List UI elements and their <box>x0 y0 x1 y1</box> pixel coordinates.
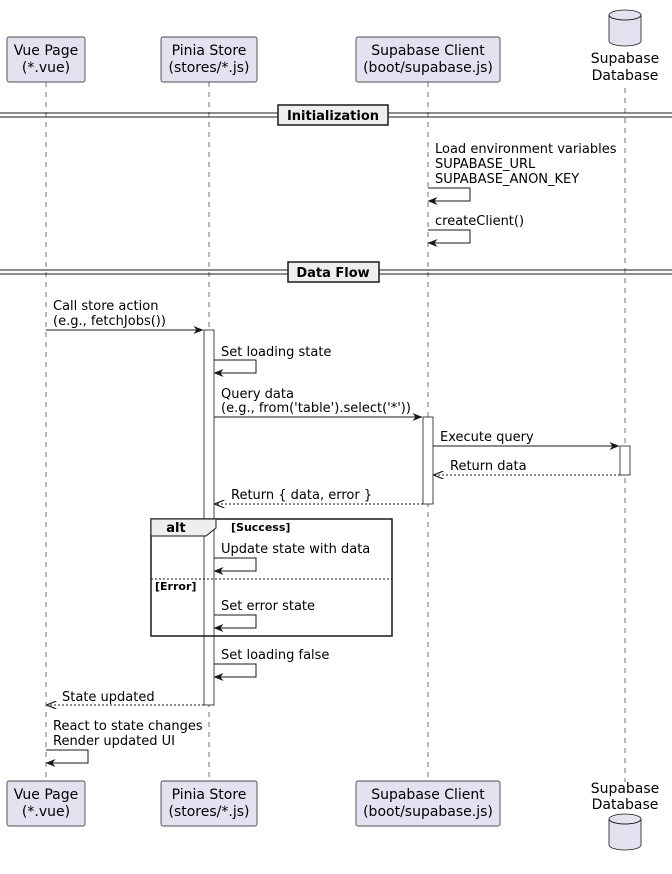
participant-supabase-client-bottom: Supabase Client (boot/supabase.js) <box>355 780 501 827</box>
message-line-2: (e.g., fetchJobs()) <box>53 314 166 329</box>
participant-pinia-store-bottom: Pinia Store (stores/*.js) <box>160 780 258 827</box>
message-return-result: Return { data, error } <box>215 488 423 504</box>
message-line-1: Call store action <box>53 299 158 314</box>
participant-supabase-database-bottom: Supabase Database <box>591 781 660 851</box>
message-line-2: SUPABASE_URL <box>435 157 536 172</box>
alt-guard-success: [Success] <box>231 521 290 534</box>
participant-name: Supabase <box>591 781 660 797</box>
message-load-env: Load environment variables SUPABASE_URL … <box>427 142 617 205</box>
participant-pinia-store-top: Pinia Store (stores/*.js) <box>160 36 258 83</box>
message-label: Set loading false <box>221 648 329 663</box>
message-create-client: createClient() <box>427 214 524 247</box>
participant-vue-page-top: Vue Page (*.vue) <box>6 36 86 83</box>
participant-name-line2: Database <box>592 797 659 813</box>
participant-name: Supabase Client <box>371 43 485 59</box>
activation-bar-client <box>422 416 434 505</box>
participant-name: Vue Page <box>14 787 78 803</box>
message-line-1: Load environment variables <box>435 142 617 157</box>
participant-vue-page-bottom: Vue Page (*.vue) <box>6 780 86 827</box>
message-label: Return data <box>450 459 527 474</box>
message-query-data: Query data (e.g., from('table').select('… <box>214 387 423 421</box>
message-update-state: Update state with data <box>213 542 370 575</box>
message-line-2: (e.g., from('table').select('*')) <box>221 401 411 416</box>
message-react-render: React to state changes Render updated UI <box>45 719 203 767</box>
message-set-loading-false: Set loading false <box>213 648 329 681</box>
participant-supabase-database-top: Supabase Database <box>591 9 660 84</box>
participant-name: Supabase Client <box>371 787 485 803</box>
database-icon <box>608 9 642 47</box>
message-call-store-action: Call store action (e.g., fetchJobs()) <box>46 299 204 334</box>
message-label: Update state with data <box>221 542 370 557</box>
participant-supabase-client-top: Supabase Client (boot/supabase.js) <box>355 36 501 83</box>
separator-label: Data Flow <box>296 266 369 281</box>
message-line-1: React to state changes <box>53 719 203 734</box>
message-label: Return { data, error } <box>231 488 372 503</box>
participant-file: (*.vue) <box>22 60 70 76</box>
participant-file: (stores/*.js) <box>169 60 250 76</box>
participant-file: (stores/*.js) <box>169 804 250 820</box>
activation-bar-database <box>619 445 631 476</box>
participant-file: (*.vue) <box>22 804 70 820</box>
message-state-updated: State updated <box>47 690 204 705</box>
participant-name: Vue Page <box>14 43 78 59</box>
message-label: Set error state <box>221 599 315 614</box>
alt-keyword: alt <box>166 521 185 536</box>
message-return-data: Return data <box>434 459 620 475</box>
participant-file: (boot/supabase.js) <box>363 804 493 820</box>
separator-data-flow: Data Flow <box>0 261 672 283</box>
message-line-2: Render updated UI <box>53 734 175 749</box>
message-line-3: SUPABASE_ANON_KEY <box>435 172 579 187</box>
participant-file: (boot/supabase.js) <box>363 60 493 76</box>
message-set-loading-state: Set loading state <box>213 345 331 377</box>
participant-name: Pinia Store <box>172 787 247 803</box>
message-label: createClient() <box>435 214 524 229</box>
separator-initialization: Initialization <box>0 104 672 126</box>
alt-fragment: alt [Success] [Error] <box>150 518 393 637</box>
database-icon <box>608 813 642 851</box>
message-line-1: Query data <box>221 387 294 402</box>
activation-bar-pinia <box>203 329 215 706</box>
message-execute-query: Execute query <box>433 430 620 450</box>
message-label: Execute query <box>440 430 534 445</box>
message-label: State updated <box>62 690 155 705</box>
separator-label: Initialization <box>287 109 379 124</box>
participant-name: Supabase <box>591 51 660 67</box>
participant-name: Pinia Store <box>172 43 247 59</box>
message-set-error-state: Set error state <box>213 599 315 632</box>
alt-guard-error: [Error] <box>155 580 196 593</box>
message-label: Set loading state <box>221 345 331 360</box>
participant-name-line2: Database <box>592 68 659 84</box>
